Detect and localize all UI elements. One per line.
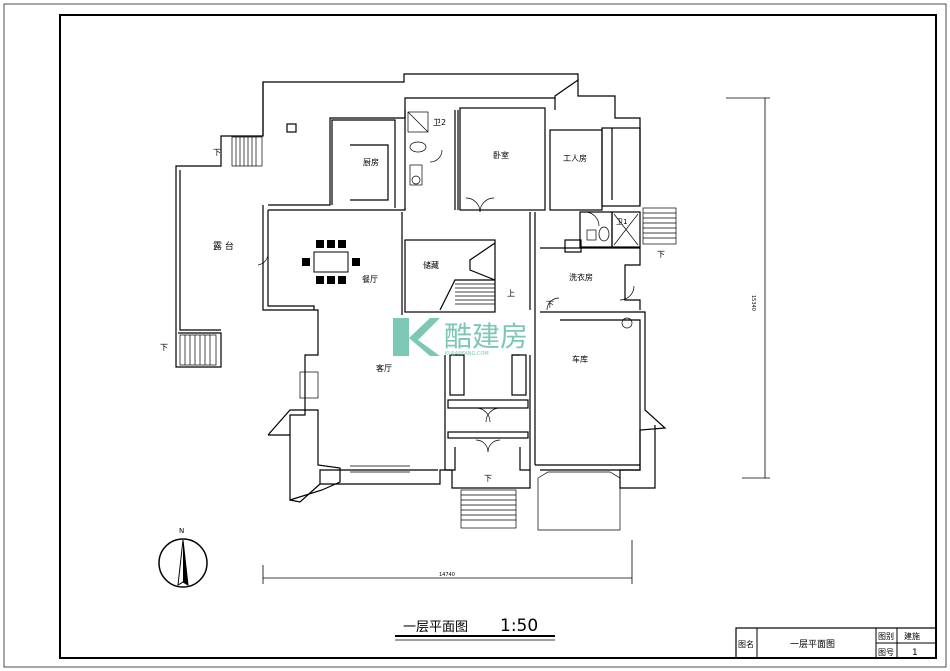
stair-down-mark: 下 xyxy=(213,148,221,157)
watermark-logo xyxy=(393,318,440,356)
room-label-wc1: 卫1 xyxy=(616,218,627,226)
title-block-category-value: 建施 xyxy=(904,631,920,641)
room-label-kitchen: 厨房 xyxy=(363,157,379,167)
room-label-laundry: 洗衣房 xyxy=(569,272,593,282)
north-label: N xyxy=(179,527,184,535)
north-arrow xyxy=(158,538,208,588)
caption-underline xyxy=(395,635,555,641)
room-label-terrace: 露 台 xyxy=(213,240,234,252)
stair-up-mark: 上 xyxy=(507,289,515,298)
wc-fixtures xyxy=(407,111,633,329)
room-label-garage: 车库 xyxy=(572,354,588,364)
stair-down-mark: 下 xyxy=(484,474,492,483)
room-label-servant: 工人房 xyxy=(563,153,587,163)
room-label-wc2: 卫2 xyxy=(433,118,446,127)
title-block-name-value: 一层平面图 xyxy=(790,639,835,650)
room-label-bedroom: 卧室 xyxy=(493,150,509,160)
dimension-height: 15340 xyxy=(750,295,756,311)
dimension-width: 14740 xyxy=(439,572,455,578)
door-swings xyxy=(257,149,635,453)
stair-down-mark: 下 xyxy=(546,300,554,309)
room-label-storage: 储藏 xyxy=(423,260,439,270)
watermark-text: 酷建房 xyxy=(444,320,528,353)
room-label-dining: 餐厅 xyxy=(362,275,378,284)
stair-down-mark: 下 xyxy=(657,250,665,259)
title-block-name-label: 图名 xyxy=(738,639,754,649)
stair-down-mark: 下 xyxy=(160,343,168,352)
watermark-url: KUJIANFANG.COM xyxy=(445,351,489,357)
title-block-category-label: 图别 xyxy=(878,632,894,641)
drawing-scale: 1:50 xyxy=(500,616,538,636)
vertical-dimension xyxy=(726,97,770,479)
drawing-title: 一层平面图 xyxy=(403,620,468,635)
house-walls xyxy=(262,78,677,531)
drawing-frame xyxy=(59,14,937,659)
room-label-living: 客厅 xyxy=(376,363,392,373)
terrace xyxy=(175,73,579,368)
sheet-border xyxy=(3,3,947,668)
horizontal-dimension xyxy=(262,540,633,584)
title-block-number-label: 图号 xyxy=(878,648,894,657)
title-block xyxy=(735,627,937,659)
title-block-number-value: 1 xyxy=(912,648,918,658)
dining-table xyxy=(302,240,360,284)
